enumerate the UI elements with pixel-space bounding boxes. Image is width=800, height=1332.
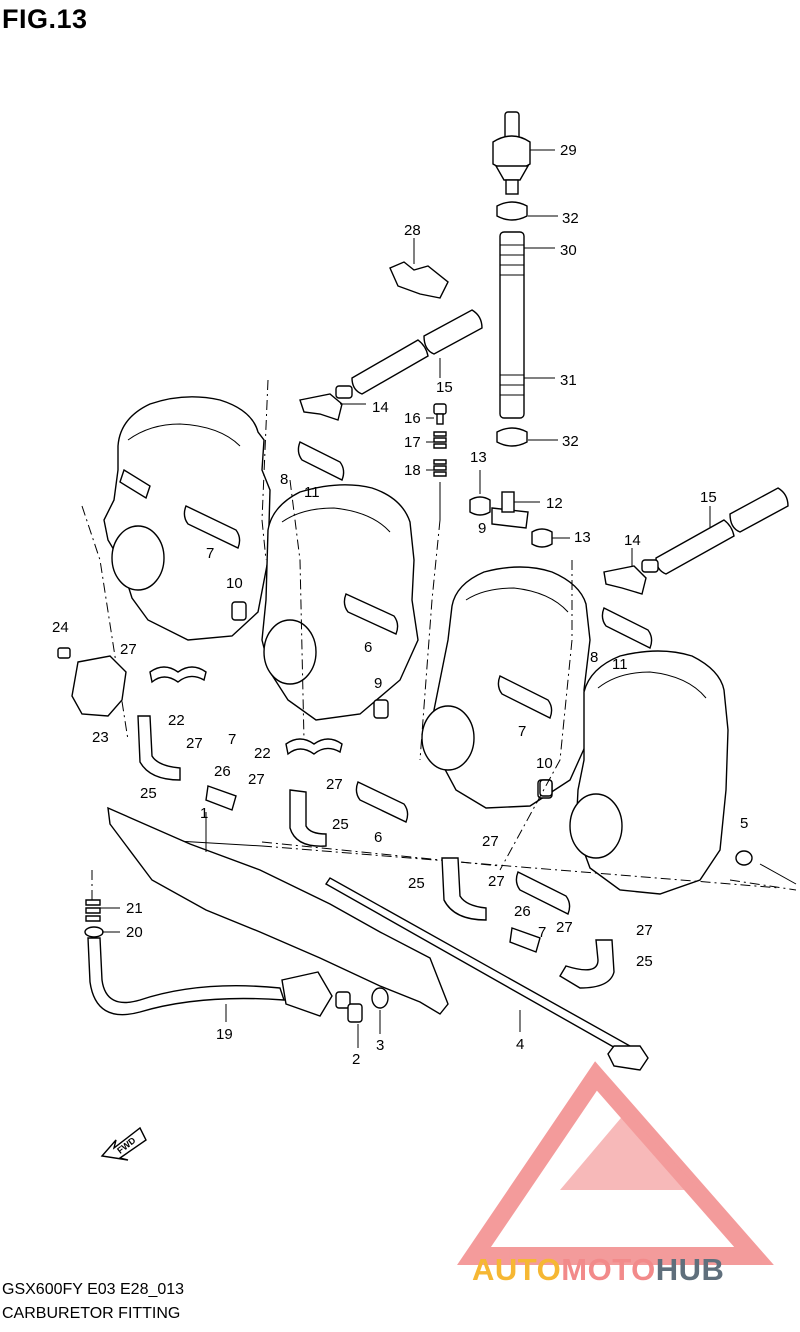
washer-5 — [735, 850, 753, 866]
callout-11: 11 — [304, 484, 320, 501]
model-code: GSX600FY E03 E28_013 — [2, 1281, 185, 1298]
callout-2: 2 — [352, 1051, 360, 1068]
callout-27: 27 — [488, 873, 505, 890]
callout-4: 4 — [516, 1036, 524, 1053]
callout-21: 21 — [126, 900, 143, 917]
callout-32: 32 — [562, 433, 579, 450]
callout-3: 3 — [376, 1037, 384, 1054]
tee-fitting — [469, 470, 570, 548]
callout-24: 24 — [52, 619, 69, 636]
callout-13: 13 — [574, 529, 591, 546]
callout-25: 25 — [636, 953, 653, 970]
figure-title: FIG.13 — [2, 4, 88, 34]
callout-5: 5 — [740, 815, 748, 832]
callout-11: 11 — [612, 656, 628, 673]
callout-16: 16 — [404, 410, 421, 427]
callout-25: 25 — [408, 875, 425, 892]
callout-22: 22 — [168, 712, 185, 729]
callout-13: 13 — [470, 449, 487, 466]
callout-14: 14 — [624, 532, 641, 549]
callout-22: 22 — [254, 745, 271, 762]
callout-7: 7 — [206, 545, 214, 562]
carburetor-1 — [103, 396, 271, 641]
callout-27: 27 — [636, 922, 653, 939]
callout-7: 7 — [228, 731, 236, 748]
callout-1: 1 — [200, 805, 208, 822]
callout-18: 18 — [404, 462, 421, 479]
watermark-logo — [457, 1061, 774, 1265]
callout-25: 25 — [140, 785, 157, 802]
brand-hub: HUB — [655, 1252, 725, 1287]
callout-15: 15 — [700, 489, 717, 506]
callout-27: 27 — [326, 776, 343, 793]
throttle-shaft — [325, 877, 649, 1071]
callout-26: 26 — [214, 763, 231, 780]
callout-23: 23 — [92, 729, 109, 746]
callout-25: 25 — [332, 816, 349, 833]
callout-26: 26 — [514, 903, 531, 920]
callout-15: 15 — [436, 379, 453, 396]
callout-17: 17 — [404, 434, 421, 451]
callout-20: 20 — [126, 924, 143, 941]
callout-28: 28 — [404, 222, 421, 239]
callout-27: 27 — [120, 641, 137, 658]
clamp-28 — [389, 261, 449, 299]
callout-10: 10 — [536, 755, 553, 772]
callout-10: 10 — [226, 575, 243, 592]
callout-6: 6 — [364, 639, 372, 656]
callout-6: 6 — [374, 829, 382, 846]
carburetor-2 — [261, 441, 419, 721]
vacuum-hoses — [57, 647, 615, 989]
callout-14: 14 — [372, 399, 389, 416]
watermark-brand: AUTOMOTOHUB — [472, 1252, 724, 1288]
carburetor-bracket — [107, 806, 449, 1015]
fwd-arrow: FWD — [100, 1126, 147, 1161]
brand-auto: AUTO — [472, 1252, 562, 1287]
callout-27: 27 — [482, 833, 499, 850]
callout-27: 27 — [556, 919, 573, 936]
fuel-filter-assembly — [492, 111, 558, 447]
callout-32: 32 — [562, 210, 579, 227]
callout-labels: 29 32 30 28 31 32 15 14 16 17 18 13 12 1… — [52, 142, 748, 1068]
callout-31: 31 — [560, 372, 577, 389]
section-name: CARBURETOR FITTING — [2, 1305, 181, 1322]
carburetor-3 — [355, 566, 591, 823]
callout-27: 27 — [186, 735, 203, 752]
callout-19: 19 — [216, 1026, 233, 1043]
throttle-cable — [84, 899, 389, 1048]
screw-spring-set — [426, 403, 447, 520]
brand-moto: MOTO — [561, 1252, 656, 1287]
callout-30: 30 — [560, 242, 577, 259]
callout-8: 8 — [280, 471, 288, 488]
callout-9: 9 — [478, 520, 486, 537]
callout-27: 27 — [248, 771, 265, 788]
callout-7: 7 — [538, 924, 546, 941]
vent-hose-left — [299, 309, 483, 421]
callout-8: 8 — [590, 649, 598, 666]
vent-hose-right — [603, 487, 789, 595]
callout-7: 7 — [518, 723, 526, 740]
carburetor-4 — [515, 607, 729, 915]
callout-29: 29 — [560, 142, 577, 159]
callout-12: 12 — [546, 495, 563, 512]
callout-9: 9 — [374, 675, 382, 692]
